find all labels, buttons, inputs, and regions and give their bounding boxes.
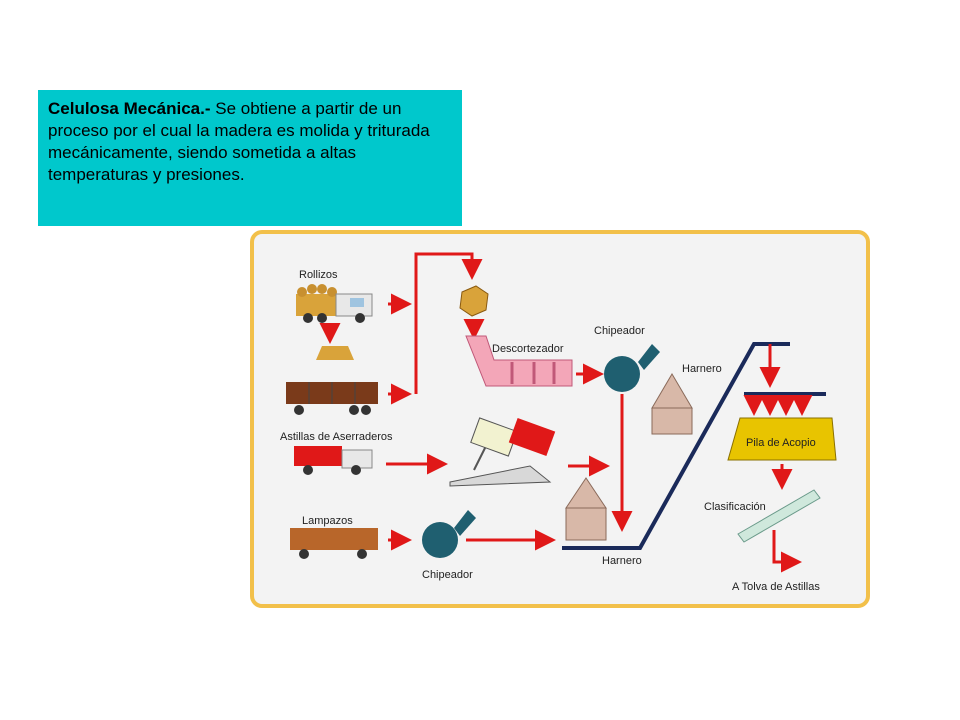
description-box: Celulosa Mecánica.- Se obtiene a partir …: [38, 90, 462, 226]
classifier-screen: [737, 489, 821, 543]
top-screen-pile-icon: [651, 373, 693, 435]
label-lampazos: Lampazos: [302, 515, 353, 527]
label-astillas: Astillas de Aserraderos: [280, 431, 393, 443]
chip-truck-icon: [294, 446, 373, 475]
bottom-screen-pile-icon: [565, 477, 607, 541]
top-chipper-icon: [604, 344, 660, 392]
label-harnero-bottom: Harnero: [602, 555, 642, 567]
logging-truck-icon: [286, 382, 378, 415]
label-clasificacion: Clasificación: [704, 501, 766, 513]
label-harnero-top: Harnero: [682, 363, 722, 375]
label-tolva: A Tolva de Astillas: [732, 581, 820, 593]
label-chipeador-bottom: Chipeador: [422, 569, 473, 581]
label-chipeador-top: Chipeador: [594, 325, 645, 337]
storage-pile: [727, 417, 837, 461]
label-descortezador: Descortezador: [492, 343, 564, 355]
process-diagram-frame: Rollizos Astillas de Aserraderos Lampazo…: [250, 230, 870, 608]
debarker-drum-icon: [465, 335, 573, 387]
lampazos-truck-icon: [290, 528, 378, 559]
log-bundle-icon: [459, 285, 489, 317]
description-body: Se obtiene a partir de un proceso por el…: [48, 99, 430, 184]
rollizos-truck-icon: [296, 284, 373, 323]
process-diagram: Rollizos Astillas de Aserraderos Lampazo…: [280, 252, 837, 593]
description-title: Celulosa Mecánica.-: [48, 99, 211, 118]
label-rollizos: Rollizos: [299, 269, 338, 281]
unloading-ramp-icon: [449, 417, 556, 487]
label-pila: Pila de Acopio: [746, 437, 816, 449]
bottom-chipper-icon: [422, 510, 476, 558]
log-pile-icon: [316, 346, 354, 360]
conveyor-belt: [562, 342, 790, 550]
